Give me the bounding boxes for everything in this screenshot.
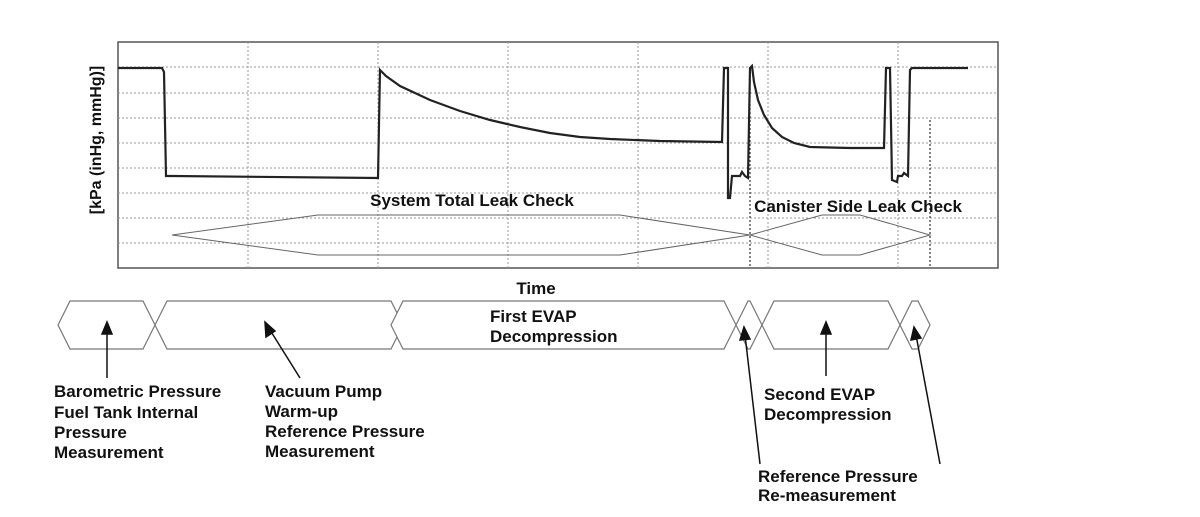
system-total-leak-check-label: System Total Leak Check: [370, 191, 574, 210]
first-evap-label: First EVAP Decompression: [490, 307, 618, 346]
plot-frame: [117, 41, 999, 269]
second-evap-label: Second EVAP Decompression: [764, 385, 892, 424]
phase-reference-remeasure-1: [735, 300, 763, 350]
phase-timeline: [57, 300, 931, 350]
phase-reference-remeasure-2: [899, 300, 931, 350]
leak-check-shapes: [171, 214, 932, 256]
x-axis-label: Time: [516, 279, 555, 298]
canister-side-leak-check-label: Canister Side Leak Check: [754, 197, 962, 216]
vacuum-pump-label: Vacuum Pump Warm-up Reference Pressure M…: [265, 382, 429, 461]
pressure-trace: [118, 63, 968, 200]
canister-leak-check-shape: [748, 214, 932, 256]
callout-arrows: [100, 320, 941, 465]
reference-remeasurement-label: Reference Pressure Re-measurement: [758, 467, 922, 505]
phase-second-evap: [761, 300, 901, 350]
barometric-pressure-label: Barometric Pressure Fuel Tank Internal P…: [54, 382, 226, 462]
phase-vacuum-pump: [154, 300, 404, 350]
y-axis-label: [kPa (inHg, mmHg)]: [88, 66, 105, 214]
